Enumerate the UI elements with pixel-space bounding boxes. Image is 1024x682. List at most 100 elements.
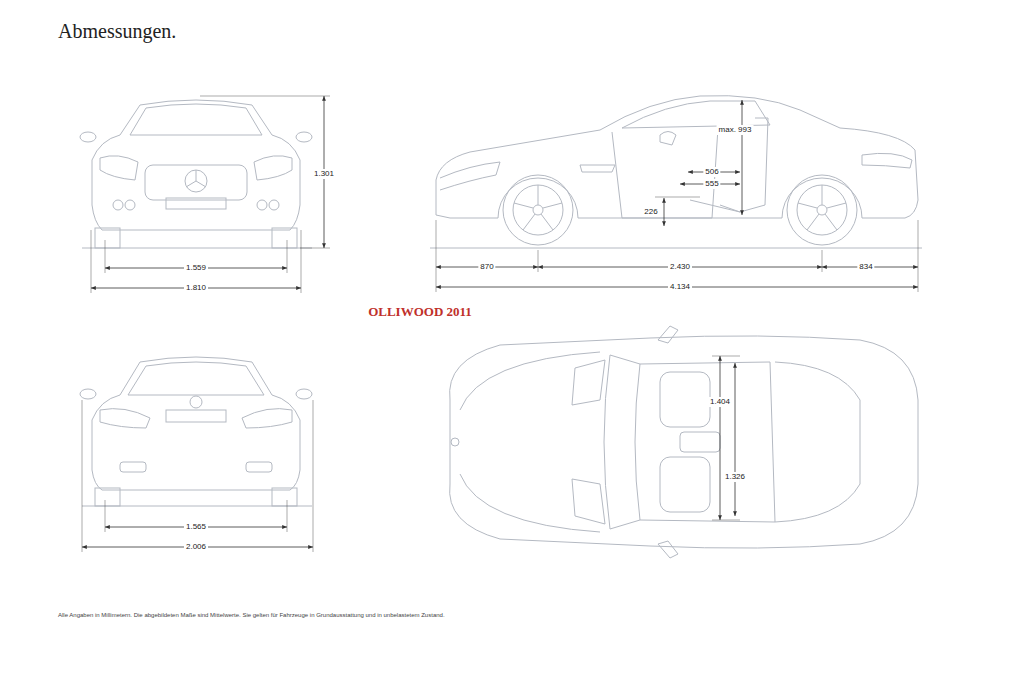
rear-view: [166, 410, 226, 422]
top-view: [604, 355, 640, 529]
top-dimensions: [712, 520, 740, 521]
dimension-value: 1.565: [184, 522, 208, 532]
side-view: [430, 96, 922, 248]
side-view: [690, 118, 768, 212]
side-dimensions: [664, 198, 665, 226]
dimension-value: 1.326: [723, 472, 747, 482]
front-view: [166, 198, 226, 209]
top-dimensions: [712, 356, 740, 357]
rear-dimensions: [82, 400, 83, 552]
front-view: [145, 165, 247, 200]
top-view: [450, 326, 918, 558]
front-view: [80, 132, 96, 142]
dimension-value: 4.134: [668, 282, 692, 292]
front-view: [185, 170, 207, 192]
rear-view: [100, 409, 150, 428]
top-view: [450, 336, 918, 548]
front-view: [80, 100, 312, 248]
dimension-value: 555: [703, 179, 720, 189]
side-view: [798, 185, 846, 230]
side-dimensions: [918, 220, 919, 292]
side-view: [817, 205, 827, 215]
top-view: [572, 479, 605, 524]
rear-view: [95, 488, 120, 506]
top-view: [775, 362, 860, 522]
dimension-value: 1.559: [184, 263, 208, 273]
front-view: [130, 104, 262, 135]
side-view: [503, 175, 573, 245]
dimension-value: 2.006: [184, 542, 208, 552]
side-view: [660, 132, 676, 146]
rear-view: [82, 506, 312, 507]
side-view: [430, 248, 922, 249]
front-view: [95, 228, 120, 248]
front-view: [100, 156, 138, 180]
side-view: [797, 185, 847, 235]
footnote: Alle Angaben in Millimetern. Die abgebil…: [58, 612, 445, 618]
side-dimensions: [538, 250, 539, 272]
front-dimensions: [301, 230, 302, 293]
side-view: [440, 162, 500, 190]
top-view: [640, 362, 775, 522]
front-dimensions: [200, 96, 330, 97]
dimension-value: 506: [703, 167, 720, 177]
side-view: [436, 96, 918, 218]
top-view: [451, 438, 459, 446]
front-view: [272, 228, 297, 248]
top-view: [658, 541, 678, 558]
side-dimensions: [436, 100, 918, 292]
rear-dimensions: [82, 400, 313, 552]
top-view: [660, 457, 710, 512]
side-dimensions: [822, 250, 823, 272]
front-view: [113, 200, 123, 210]
front-dimensions: [91, 96, 330, 293]
top-dimensions: [712, 356, 740, 520]
front-view: [257, 200, 267, 210]
side-view: [533, 205, 543, 215]
rear-view: [120, 462, 146, 472]
dimension-value: 1.301: [312, 169, 336, 179]
top-view: [680, 432, 720, 452]
top-view: [460, 352, 600, 532]
dimension-value: 870: [478, 262, 495, 272]
front-view: [296, 132, 312, 142]
rear-view: [80, 389, 96, 399]
side-view: [513, 185, 563, 235]
top-view: [660, 372, 710, 427]
dimension-value: 1.404: [708, 397, 732, 407]
side-view: [622, 101, 770, 128]
side-dimensions: [655, 197, 700, 198]
side-view: [580, 165, 615, 172]
front-view: [269, 200, 279, 210]
front-view: [254, 156, 292, 180]
watermark: OLLIWOOD 2011: [366, 304, 474, 319]
front-dimensions: [91, 230, 92, 293]
rear-view: [242, 409, 292, 428]
rear-view: [80, 357, 312, 506]
dimension-value: 834: [857, 262, 874, 272]
rear-view: [190, 396, 202, 408]
side-dimensions: [742, 100, 743, 215]
dimension-value: 226: [642, 207, 659, 217]
rear-view: [246, 462, 272, 472]
rear-dimensions: [313, 400, 314, 552]
rear-view: [92, 357, 300, 490]
side-dimensions: [436, 220, 437, 292]
top-dimensions: [735, 363, 736, 516]
front-view: [92, 100, 300, 230]
page-title: Abmessungen.: [58, 20, 176, 43]
front-view: [186, 170, 206, 187]
dimension-value: 1.810: [184, 283, 208, 293]
front-dimensions: [300, 248, 330, 249]
front-view: [82, 248, 312, 249]
top-dimensions: [720, 356, 721, 520]
side-view: [862, 153, 912, 168]
side-view: [787, 175, 857, 245]
front-view: [125, 200, 135, 210]
side-view: [612, 128, 718, 218]
dimension-value: max. 993: [717, 125, 754, 135]
rear-view: [296, 389, 312, 399]
dimension-value: 2.430: [668, 262, 692, 272]
rear-view: [272, 488, 297, 506]
